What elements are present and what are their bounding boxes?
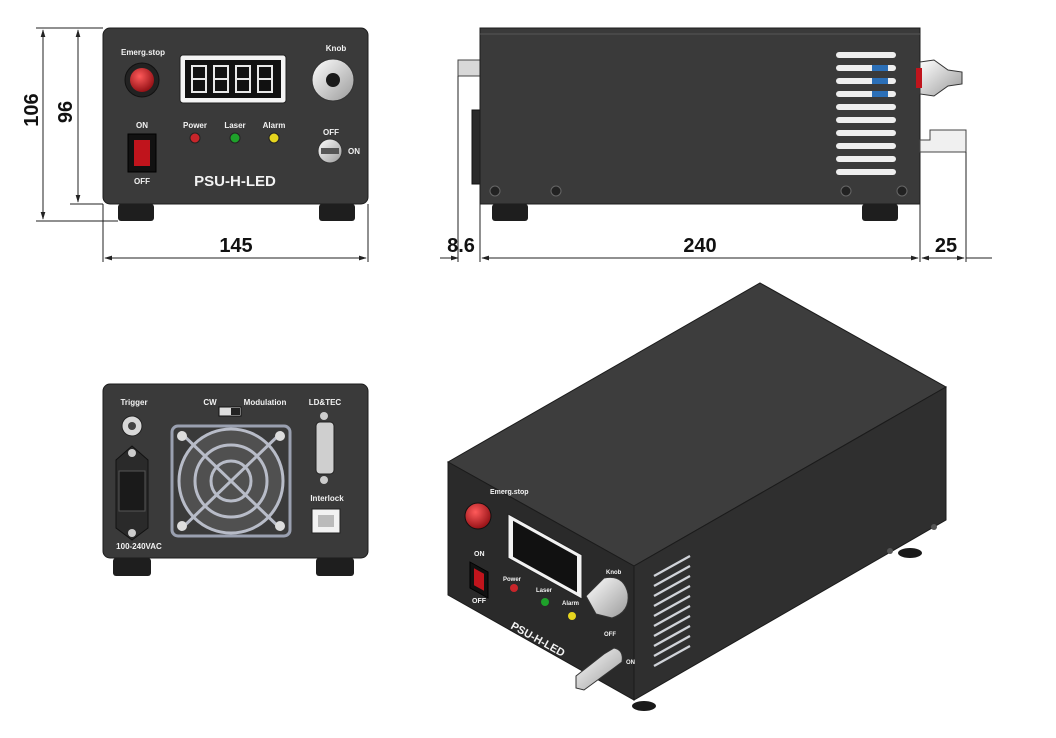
iso-view: Emerg.stop ON OFF Power Laser Alarm Knob… bbox=[446, 282, 948, 711]
side-bracket-top bbox=[457, 59, 481, 77]
iso-emergency-button[interactable] bbox=[464, 502, 492, 530]
iso-laser-label: Laser bbox=[536, 588, 553, 594]
alarm-led bbox=[268, 132, 280, 144]
emergency-stop-cap bbox=[130, 68, 154, 92]
dim-side-length: 240 bbox=[683, 235, 716, 257]
front-dimensions: 106 96 145 bbox=[21, 27, 369, 262]
iso-front-face bbox=[447, 461, 635, 701]
ldtec-label: LD&TEC bbox=[309, 398, 342, 407]
iso-key[interactable] bbox=[575, 647, 623, 691]
iso-vents bbox=[653, 554, 691, 668]
front-housing bbox=[102, 27, 369, 205]
rear-view: Trigger CW Modulation 100-240VAC LD&TEC bbox=[102, 383, 369, 576]
power-inlet[interactable] bbox=[115, 445, 149, 541]
side-knob bbox=[919, 59, 963, 97]
ldtec-connector[interactable] bbox=[315, 412, 335, 484]
iso-emergency-label: Emerg.stop bbox=[490, 489, 529, 496]
iso-foot-right bbox=[898, 548, 922, 558]
iso-key-on-label: ON bbox=[626, 660, 635, 666]
front-model-label: PSU-H-LED bbox=[194, 173, 276, 190]
power-led bbox=[189, 132, 201, 144]
cw-label: CW bbox=[203, 398, 217, 407]
dim-height-total: 106 bbox=[21, 93, 43, 126]
iso-alarm-led bbox=[568, 612, 576, 620]
dim-height-body: 96 bbox=[55, 101, 77, 123]
side-foot-right bbox=[862, 204, 898, 221]
knob-label: Knob bbox=[326, 44, 347, 53]
voltage-label: 100-240VAC bbox=[116, 542, 162, 551]
side-dimensions: 8.6 240 25 bbox=[440, 76, 992, 262]
front-foot-left bbox=[118, 204, 154, 221]
alarm-led-label: Alarm bbox=[263, 121, 286, 130]
trigger-label: Trigger bbox=[120, 398, 147, 407]
power-led-label: Power bbox=[183, 121, 207, 130]
side-view bbox=[457, 27, 967, 221]
side-vents bbox=[836, 52, 896, 175]
dim-side-offset: 8.6 bbox=[447, 235, 475, 257]
iso-key-off-label: OFF bbox=[604, 632, 616, 638]
laser-led-label: Laser bbox=[224, 121, 245, 130]
display-digits bbox=[191, 65, 273, 93]
emergency-stop-label: Emerg.stop bbox=[121, 48, 165, 57]
modulation-label: Modulation bbox=[244, 398, 287, 407]
key-on-label: ON bbox=[348, 147, 360, 156]
iso-alarm-label: Alarm bbox=[562, 601, 579, 607]
laser-led bbox=[229, 132, 241, 144]
switch-off-label: OFF bbox=[134, 177, 150, 186]
iso-switch-on-label: ON bbox=[474, 551, 485, 558]
fan bbox=[170, 424, 292, 538]
side-foot-left bbox=[492, 204, 528, 221]
iso-knob[interactable] bbox=[585, 576, 629, 619]
rear-foot-left bbox=[113, 558, 151, 576]
side-key-bracket bbox=[919, 129, 967, 153]
interlock-label: Interlock bbox=[310, 494, 344, 503]
key-off-label: OFF bbox=[323, 128, 339, 137]
iso-power-led bbox=[510, 584, 518, 592]
iso-laser-led bbox=[541, 598, 549, 606]
rear-foot-right bbox=[316, 558, 354, 576]
dim-front-width: 145 bbox=[219, 235, 252, 257]
mode-switch[interactable] bbox=[218, 406, 242, 417]
front-foot-right bbox=[319, 204, 355, 221]
iso-knob-label: Knob bbox=[606, 570, 622, 576]
iso-switch-off-label: OFF bbox=[472, 598, 487, 605]
dim-side-knob: 25 bbox=[935, 235, 957, 257]
iso-foot-front bbox=[632, 701, 656, 711]
front-view: Emerg.stop Knob ON OFF Power Laser Alarm… bbox=[102, 27, 369, 221]
switch-on-label: ON bbox=[136, 121, 148, 130]
iso-power-label: Power bbox=[503, 577, 522, 583]
